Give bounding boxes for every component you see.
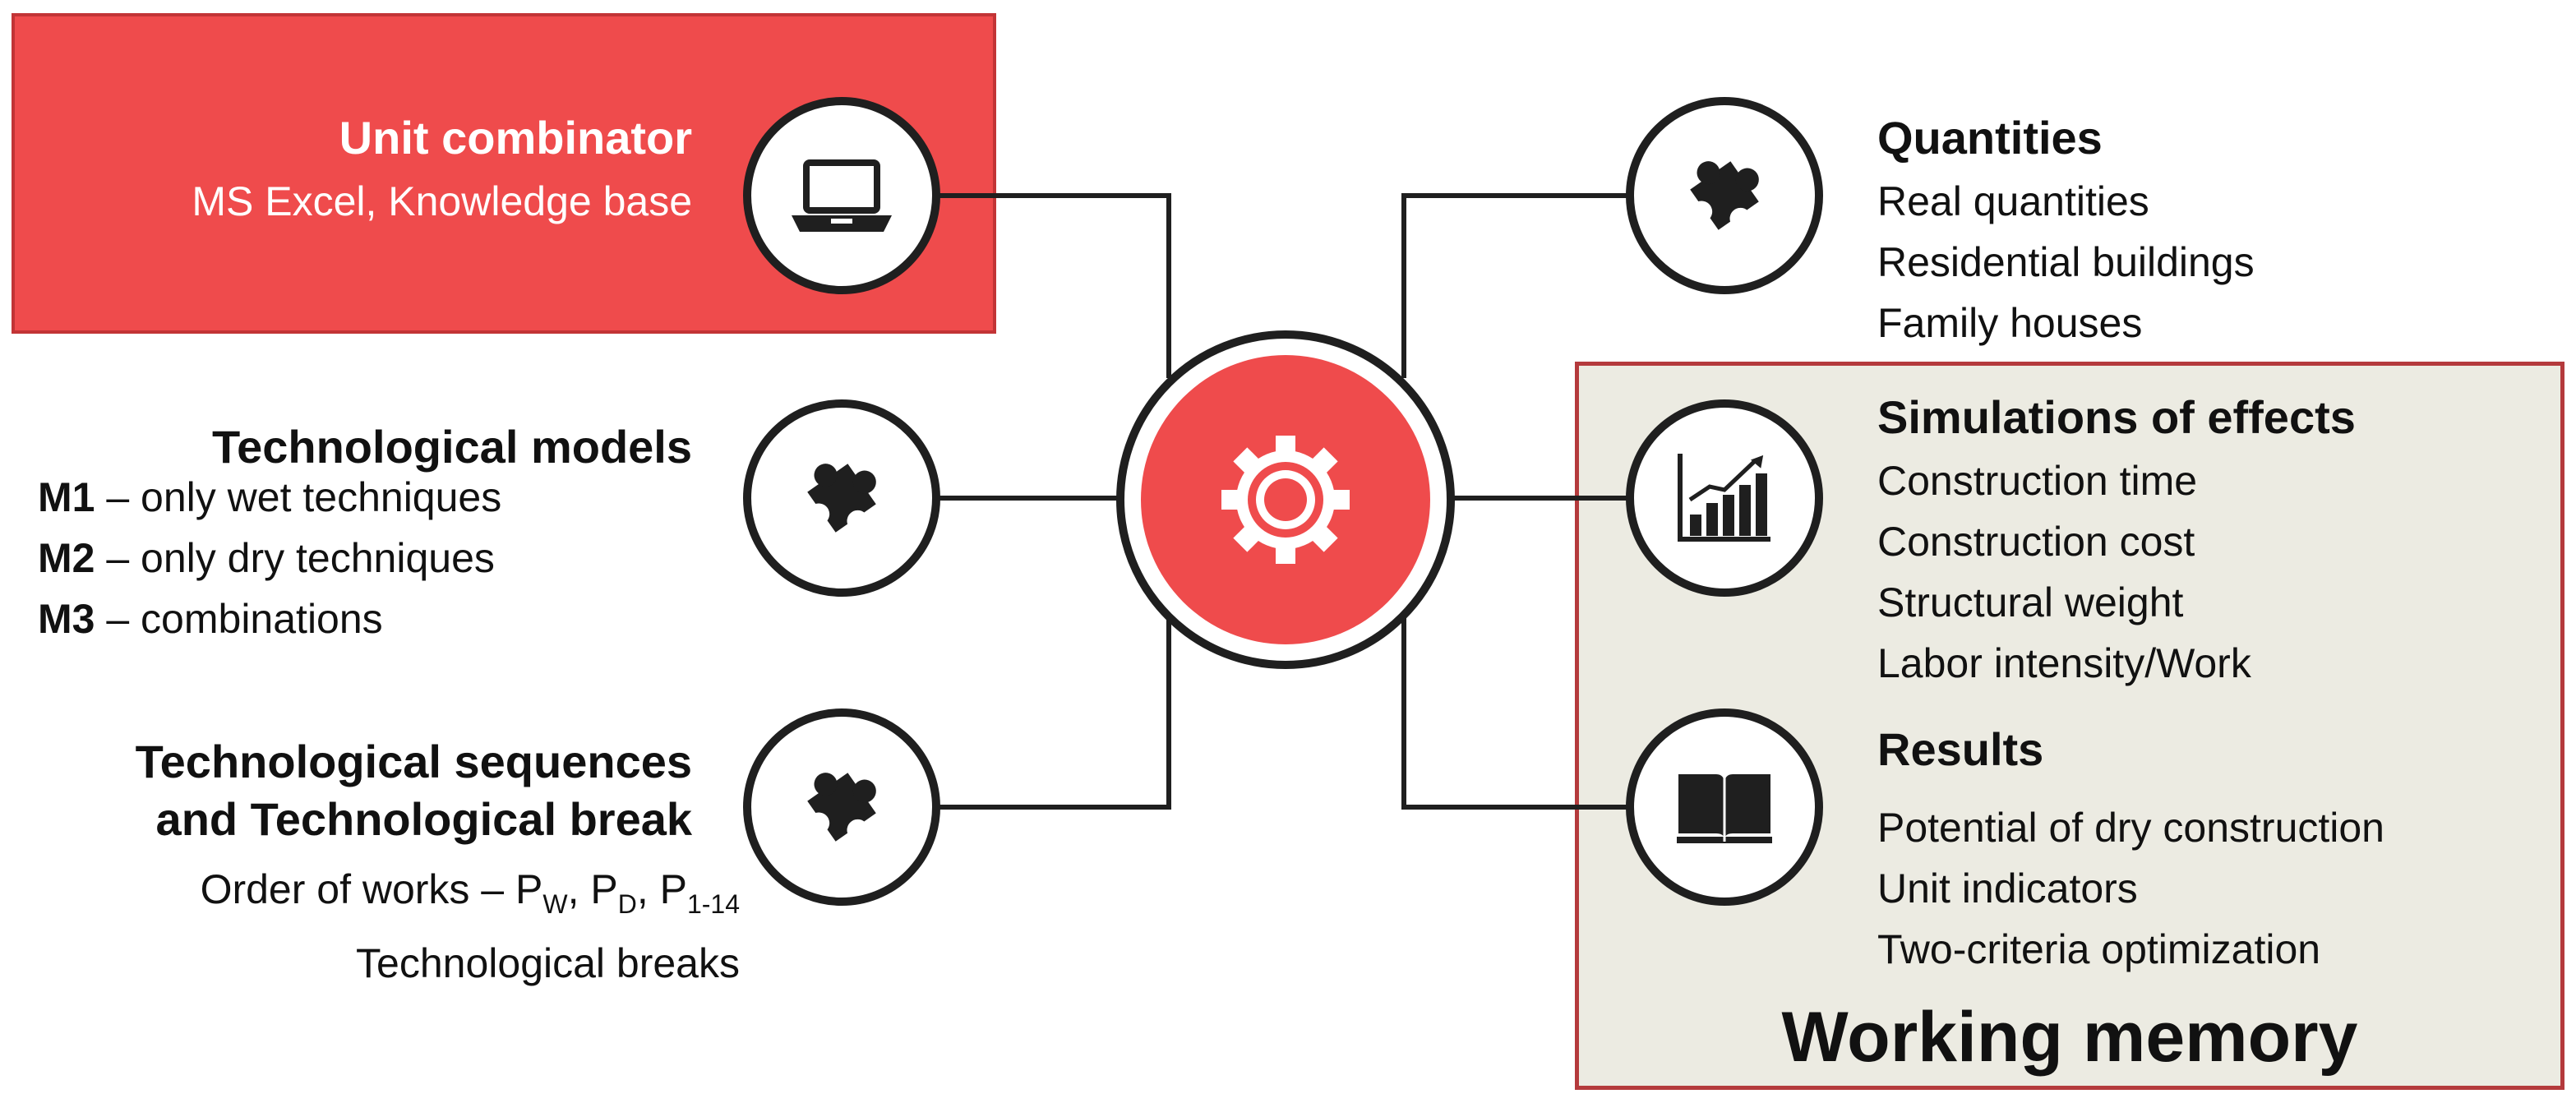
hub-core [1141, 355, 1430, 644]
results-text: Results Potential of dry construction Un… [1877, 717, 2384, 980]
connector-technological-sequences [937, 615, 1171, 810]
connector-results [1401, 615, 1642, 810]
unit-combinator-title: Unit combinator [339, 112, 692, 164]
technological-sequences-details: Order of works – PW, PD, P1-14 Technolog… [201, 860, 740, 993]
results-item: Unit indicators [1877, 865, 2138, 911]
technological-models-title: Technological models [212, 421, 692, 473]
quantities-item: Real quantities [1877, 178, 2149, 224]
results-item: Two-criteria optimization [1877, 926, 2321, 972]
puzzle-icon [807, 464, 876, 533]
simulations-text: Simulations of effects Construction time… [1877, 385, 2356, 694]
technological-sequences-text: Technological sequences and Technologica… [136, 733, 692, 848]
results-title: Results [1877, 723, 2044, 775]
order-of-works: Order of works – PW, PD, P1-14 [200, 866, 740, 919]
laptop-icon [792, 159, 892, 232]
quantities-item: Residential buildings [1877, 239, 2255, 285]
technological-models-list: M1 – only wet techniques M2 – only dry t… [38, 467, 501, 649]
unit-combinator-subtitle: MS Excel, Knowledge base [192, 178, 692, 224]
simulations-item: Structural weight [1877, 579, 2184, 625]
puzzle-icon [807, 773, 876, 842]
model-item-m2: M2 – only dry techniques [38, 535, 495, 581]
gear-icon [1221, 436, 1350, 564]
working-memory-label: Working memory [1781, 998, 2358, 1077]
book-icon [1677, 774, 1772, 843]
quantities-item: Family houses [1877, 300, 2143, 346]
quantities-title: Quantities [1877, 112, 2103, 164]
sequences-title-line2: and Technological break [155, 793, 692, 845]
quantities-text: Quantities Real quantities Residential b… [1877, 105, 2255, 353]
simulations-title: Simulations of effects [1877, 391, 2356, 443]
technological-models-node [743, 399, 940, 597]
unit-combinator-node [743, 97, 940, 294]
results-node [1626, 708, 1823, 906]
simulations-item: Construction time [1877, 458, 2198, 504]
simulations-node [1626, 399, 1823, 597]
unit-combinator-text: Unit combinator MS Excel, Knowledge base [192, 105, 692, 232]
simulations-item: Construction cost [1877, 519, 2195, 565]
simulations-item: Labor intensity/Work [1877, 640, 2251, 686]
connector-quantities [1401, 193, 1642, 378]
technological-sequences-node [743, 708, 940, 906]
model-item-m3: M3 – combinations [38, 596, 383, 642]
model-item-m1: M1 – only wet techniques [38, 474, 502, 520]
sequences-title-line1: Technological sequences [135, 736, 692, 787]
quantities-node [1626, 97, 1823, 294]
results-item: Potential of dry construction [1877, 805, 2384, 851]
puzzle-icon [1690, 161, 1759, 230]
technological-breaks: Technological breaks [356, 940, 740, 986]
bar-chart-icon [1678, 454, 1770, 542]
connector-unit-combinator [937, 193, 1171, 378]
